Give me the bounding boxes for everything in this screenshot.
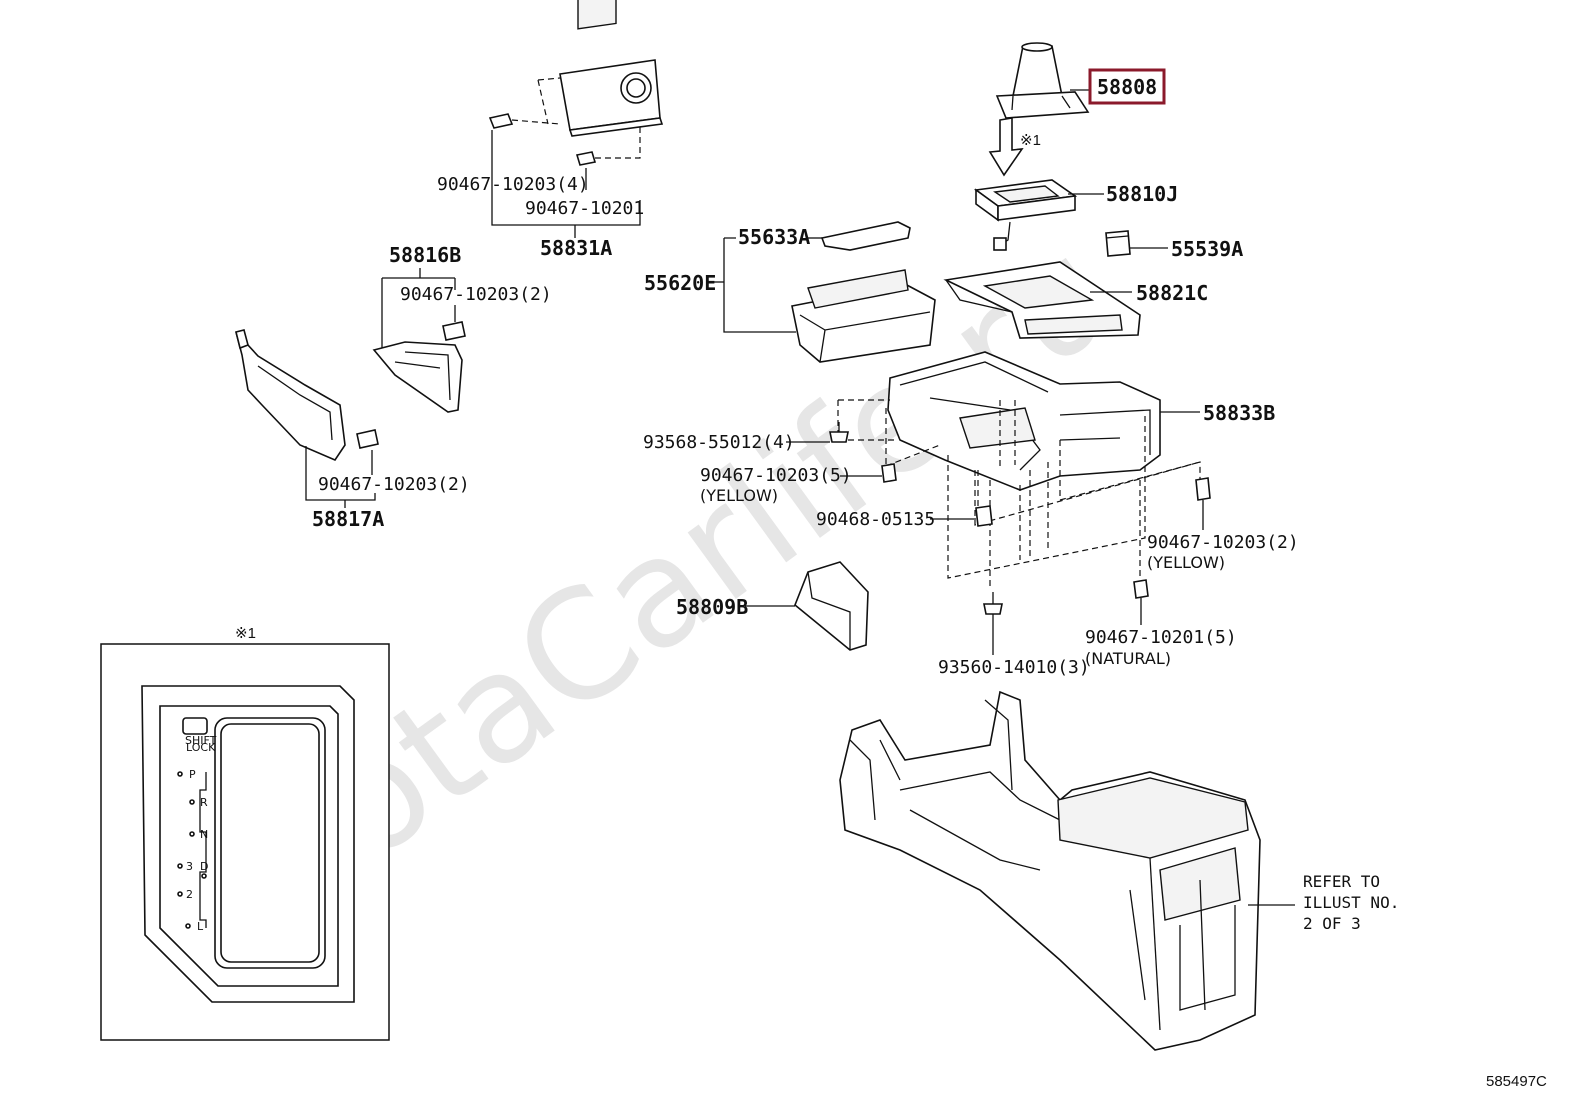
label-90468-05135: 90468-05135 <box>816 509 935 530</box>
shift-lock-label-2: LOCK <box>186 741 216 754</box>
label-58833b: 58833B <box>1203 401 1275 425</box>
note-symbol-inset: ※1 <box>235 625 256 642</box>
label-58831a: 58831A <box>540 236 612 260</box>
console-panel-58821c-illustration <box>943 261 1141 339</box>
clip-90467-10203-4-illustration <box>488 113 514 129</box>
label-90467-10203-5: 90467-10203(5) <box>700 465 852 486</box>
gear-d: D <box>200 860 208 873</box>
label-58821c: 58821C <box>1136 281 1208 305</box>
reference-line-1: REFER TO <box>1303 872 1380 891</box>
bezel-58831a-illustration <box>559 0 664 137</box>
clip-90467-10203-5-illustration <box>881 463 897 483</box>
label-58817a: 58817A <box>312 507 384 531</box>
label-90467-10203-2c: 90467-10203(2) <box>1147 532 1299 553</box>
note-symbol-arrow: ※1 <box>1020 132 1041 149</box>
clip-90467-10201-5-illustration <box>1133 579 1149 599</box>
gear-p: P <box>189 768 196 781</box>
label-90467-10201-5: 90467-10201(5) <box>1085 627 1237 648</box>
console-assembly-illustration <box>839 690 1261 1051</box>
label-90467-10203-2a: 90467-10203(2) <box>400 284 552 305</box>
install-arrow-icon <box>988 117 1024 177</box>
part-58808-highlight-box[interactable] <box>1088 68 1166 105</box>
label-90467-10203-2b: 90467-10203(2) <box>318 474 470 495</box>
clip-90467-10201-illustration <box>575 151 597 166</box>
label-55633a: 55633A <box>738 225 810 249</box>
cover-58809b-illustration <box>794 561 869 651</box>
shift-lock-button-icon <box>182 717 208 735</box>
shift-gate-panel <box>141 685 355 1003</box>
panel-58817a-illustration <box>235 329 346 461</box>
label-90467-10203-4: 90467-10203(4) <box>437 174 589 195</box>
label-58809b: 58809B <box>676 595 748 619</box>
reference-line-2: ILLUST NO. <box>1303 893 1399 912</box>
gear-l: L <box>197 920 204 933</box>
label-93568-55012-4: 93568-55012(4) <box>643 432 795 453</box>
label-55620e: 55620E <box>644 271 716 295</box>
console-box-58833b-illustration <box>887 351 1161 491</box>
clip-90468-05135-illustration <box>975 505 993 527</box>
diagram-code: 585497C <box>1486 1073 1547 1090</box>
label-58808: 58808 <box>1097 75 1157 99</box>
screw-93568-55012-illustration <box>829 422 849 443</box>
gear-r: R <box>200 796 208 809</box>
label-58816b: 58816B <box>389 243 461 267</box>
shift-bezel-58810j-illustration <box>973 179 1078 251</box>
gear-indicator-dots <box>177 771 207 929</box>
screw-93560-14010-illustration <box>983 592 1003 615</box>
clip-90467-10203-2-yellow-illustration <box>1195 477 1211 501</box>
label-yellow-2: (YELLOW) <box>1147 553 1225 572</box>
switch-55539a-illustration <box>1105 230 1131 257</box>
label-natural: (NATURAL) <box>1085 649 1171 668</box>
label-yellow-1: (YELLOW) <box>700 486 778 505</box>
label-90467-10201: 90467-10201 <box>525 198 644 219</box>
shift-lock-label-1: SHIFT <box>185 734 217 747</box>
label-55539a: 55539A <box>1171 237 1243 261</box>
storage-box-55620e-illustration <box>791 269 936 363</box>
clip-58817a-illustration <box>356 429 379 449</box>
label-58810j: 58810J <box>1106 182 1178 206</box>
reference-line-3: 2 OF 3 <box>1303 914 1361 933</box>
panel-58816b-illustration <box>372 341 463 413</box>
clip-58816b-illustration <box>442 321 466 341</box>
mat-55633a-illustration <box>820 221 911 251</box>
label-93560-14010-3: 93560-14010(3) <box>938 657 1090 678</box>
gear-n: N <box>200 828 208 841</box>
gear-2: 2 <box>186 888 193 901</box>
shift-boot-58808-illustration <box>995 42 1090 119</box>
gear-3: 3 <box>186 860 193 873</box>
